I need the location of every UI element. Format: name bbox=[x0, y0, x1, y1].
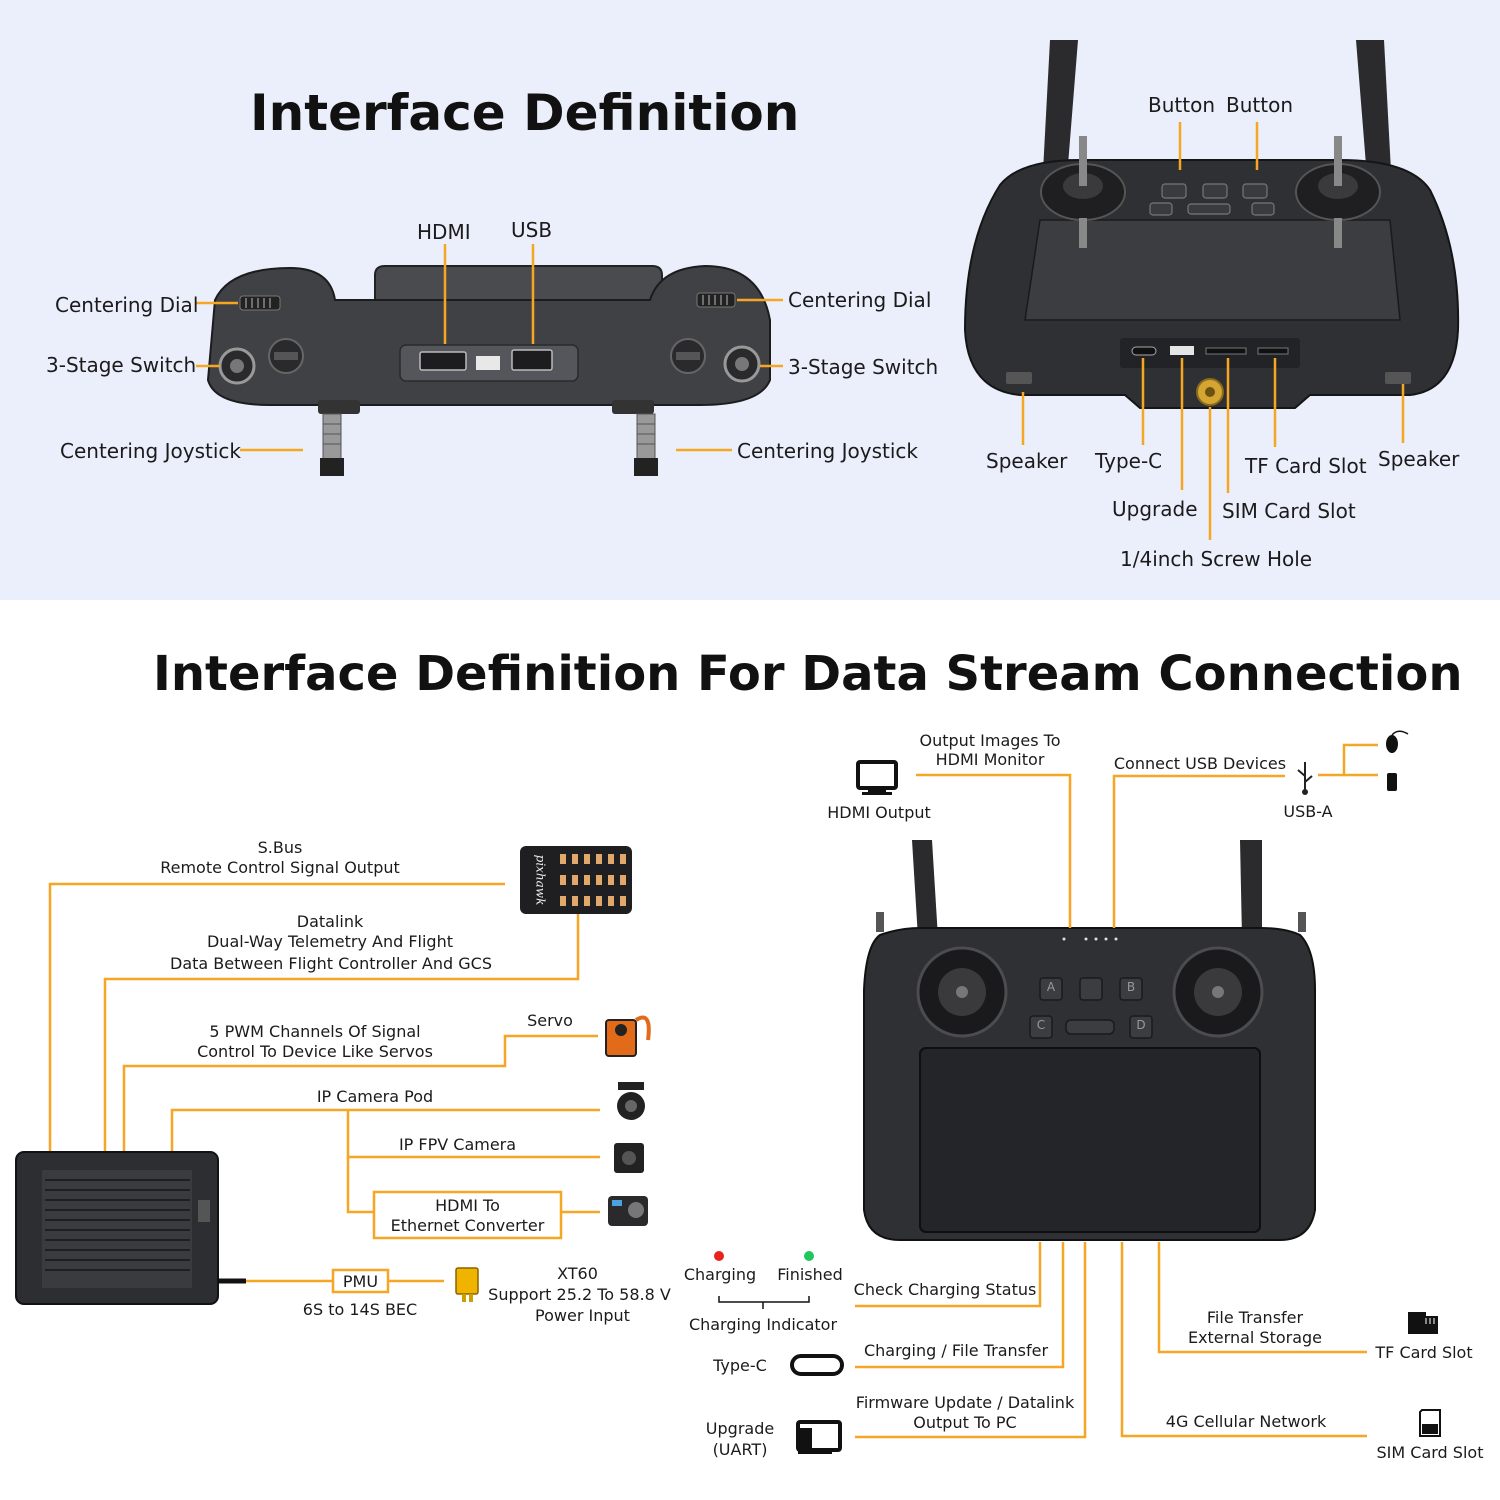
label-usb-a: USB-A bbox=[1283, 802, 1333, 821]
label-ip-camera-pod: IP Camera Pod bbox=[316, 1087, 434, 1106]
label-output-images-2: HDMI Monitor bbox=[935, 750, 1045, 769]
label-switch-right: 3-Stage Switch bbox=[788, 355, 939, 379]
label-button-2: Button bbox=[1226, 93, 1293, 117]
label-joystick-left: Centering Joystick bbox=[60, 439, 241, 463]
label-type-c-bottom: Type-C bbox=[713, 1356, 767, 1375]
label-tf-card-slot-bottom: TF Card Slot bbox=[1375, 1343, 1473, 1362]
label-firmware-2: Output To PC bbox=[913, 1413, 1017, 1432]
label-type-c-top: Type-C bbox=[1095, 449, 1163, 473]
label-button-1: Button bbox=[1148, 93, 1215, 117]
label-file-transfer-1: File Transfer bbox=[1206, 1308, 1304, 1327]
bottom-title: Interface Definition For Data Stream Con… bbox=[153, 646, 1463, 702]
label-power-2: Power Input bbox=[535, 1306, 630, 1325]
top-view-controller bbox=[963, 40, 1460, 540]
label-upgrade-top: Upgrade bbox=[1112, 497, 1198, 521]
label-power-1: Support 25.2 To 58.8 V bbox=[488, 1285, 671, 1304]
label-joystick-right: Centering Joystick bbox=[737, 439, 918, 463]
label-centering-dial-right: Centering Dial bbox=[788, 288, 932, 312]
label-ip-fpv-camera: IP FPV Camera bbox=[398, 1135, 517, 1154]
label-output-images-1: Output Images To bbox=[919, 731, 1061, 750]
label-datalink: Datalink bbox=[296, 912, 364, 931]
label-speaker-left: Speaker bbox=[986, 449, 1068, 473]
label-servo: Servo bbox=[527, 1011, 573, 1030]
btn-b-label: B bbox=[1126, 980, 1136, 994]
label-speaker-right: Speaker bbox=[1378, 447, 1460, 471]
btn-d-label: D bbox=[1136, 1018, 1146, 1032]
label-charging-file: Charging / File Transfer bbox=[863, 1341, 1049, 1360]
label-sbus: S.Bus bbox=[257, 838, 303, 857]
label-sbus-desc: Remote Control Signal Output bbox=[160, 858, 400, 877]
label-finished: Finished bbox=[777, 1265, 843, 1284]
label-centering-dial-left: Centering Dial bbox=[55, 293, 199, 317]
front-view-controller bbox=[196, 244, 783, 476]
label-switch-left: 3-Stage Switch bbox=[46, 353, 197, 377]
label-screw-hole: 1/4inch Screw Hole bbox=[1120, 547, 1313, 571]
top-title: Interface Definition bbox=[250, 84, 800, 142]
label-usb: USB bbox=[511, 218, 553, 242]
label-file-transfer-2: External Storage bbox=[1187, 1328, 1323, 1347]
label-hdmi-output: HDMI Output bbox=[827, 803, 931, 822]
label-pwm-desc-2: Control To Device Like Servos bbox=[197, 1042, 433, 1061]
label-upgrade-2: (UART) bbox=[712, 1440, 768, 1459]
label-charging: Charging bbox=[683, 1265, 757, 1284]
btn-a-label: A bbox=[1046, 980, 1056, 994]
label-sim-card-slot-bottom: SIM Card Slot bbox=[1376, 1443, 1484, 1462]
label-datalink-desc-2: Data Between Flight Controller And GCS bbox=[170, 954, 492, 973]
label-hdmi: HDMI bbox=[417, 220, 471, 244]
label-tf-card-slot-top: TF Card Slot bbox=[1245, 454, 1367, 478]
label-connect-usb: Connect USB Devices bbox=[1113, 754, 1287, 773]
label-firmware-1: Firmware Update / Datalink bbox=[855, 1393, 1075, 1412]
label-cellular: 4G Cellular Network bbox=[1165, 1412, 1327, 1431]
label-sim-card-slot-top: SIM Card Slot bbox=[1222, 499, 1356, 523]
label-hdmi-converter-2: Ethernet Converter bbox=[390, 1216, 545, 1235]
label-hdmi-converter-1: HDMI To bbox=[435, 1196, 500, 1215]
label-datalink-desc-1: Dual-Way Telemetry And Flight bbox=[206, 932, 453, 951]
label-check-charging: Check Charging Status bbox=[853, 1280, 1037, 1299]
label-pwm-desc-1: 5 PWM Channels Of Signal bbox=[209, 1022, 421, 1041]
btn-c-label: C bbox=[1036, 1018, 1046, 1032]
label-pmu: PMU bbox=[342, 1272, 379, 1291]
label-charging-indicator: Charging Indicator bbox=[688, 1315, 838, 1334]
label-upgrade-1: Upgrade bbox=[705, 1419, 775, 1438]
label-bec: 6S to 14S BEC bbox=[302, 1300, 418, 1319]
label-xt60: XT60 bbox=[557, 1264, 598, 1283]
